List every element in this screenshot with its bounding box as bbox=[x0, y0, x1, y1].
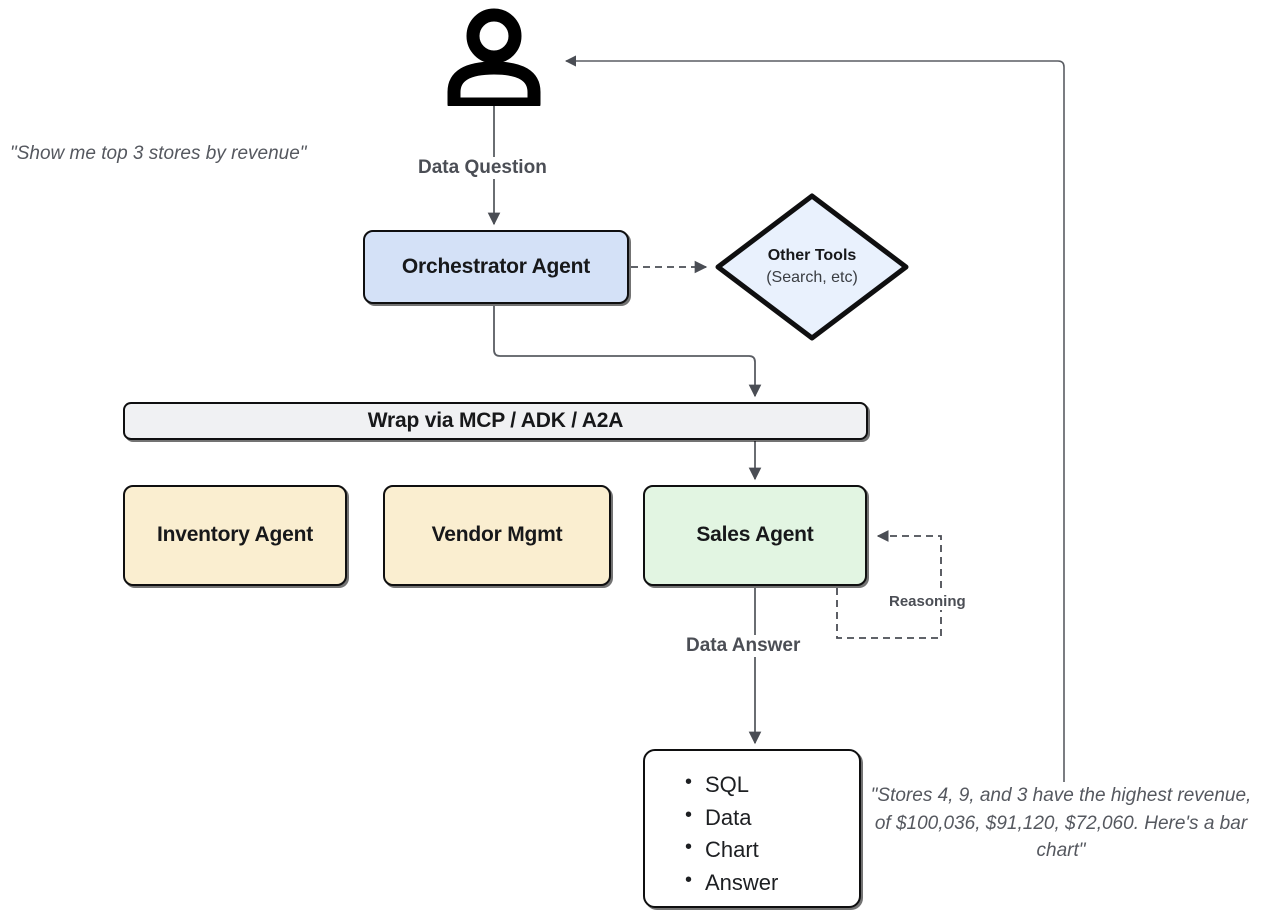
node-wrap-mcp-adk-a2a[interactable]: Wrap via MCP / ADK / A2A bbox=[123, 402, 868, 440]
user-question-quote: "Show me top 3 stores by revenue" bbox=[10, 143, 307, 164]
list-item: Answer bbox=[685, 866, 859, 900]
user-actor-icon bbox=[446, 8, 542, 111]
node-inventory-agent[interactable]: Inventory Agent bbox=[123, 485, 347, 586]
node-vendor-mgmt-label: Vendor Mgmt bbox=[431, 523, 563, 547]
node-vendor-mgmt[interactable]: Vendor Mgmt bbox=[383, 485, 611, 586]
list-item: SQL bbox=[685, 768, 859, 802]
edge-label-data-question: Data Question bbox=[413, 157, 552, 179]
node-sales-agent[interactable]: Sales Agent bbox=[643, 485, 867, 586]
node-orchestrator-agent[interactable]: Orchestrator Agent bbox=[363, 230, 629, 304]
node-sales-agent-label: Sales Agent bbox=[696, 523, 814, 547]
node-other-tools-text: Other Tools (Search, etc) bbox=[712, 246, 912, 288]
node-inventory-agent-label: Inventory Agent bbox=[156, 523, 314, 547]
edge-label-reasoning: Reasoning bbox=[886, 593, 969, 610]
edge-label-data-answer: Data Answer bbox=[681, 635, 806, 657]
node-wrap-label: Wrap via MCP / ADK / A2A bbox=[367, 408, 624, 432]
output-artifact-list: SQL Data Chart Answer bbox=[667, 768, 859, 900]
node-other-tools[interactable]: Other Tools (Search, etc) bbox=[712, 190, 912, 344]
node-other-tools-label: Other Tools bbox=[767, 247, 857, 264]
list-item: Chart bbox=[685, 833, 859, 867]
node-orchestrator-agent-label: Orchestrator Agent bbox=[401, 254, 591, 278]
node-output-artifacts[interactable]: SQL Data Chart Answer bbox=[643, 749, 861, 908]
node-other-tools-sublabel: (Search, etc) bbox=[766, 269, 858, 286]
list-item: Data bbox=[685, 801, 859, 835]
answer-quote: "Stores 4, 9, and 3 have the highest rev… bbox=[870, 785, 1252, 862]
